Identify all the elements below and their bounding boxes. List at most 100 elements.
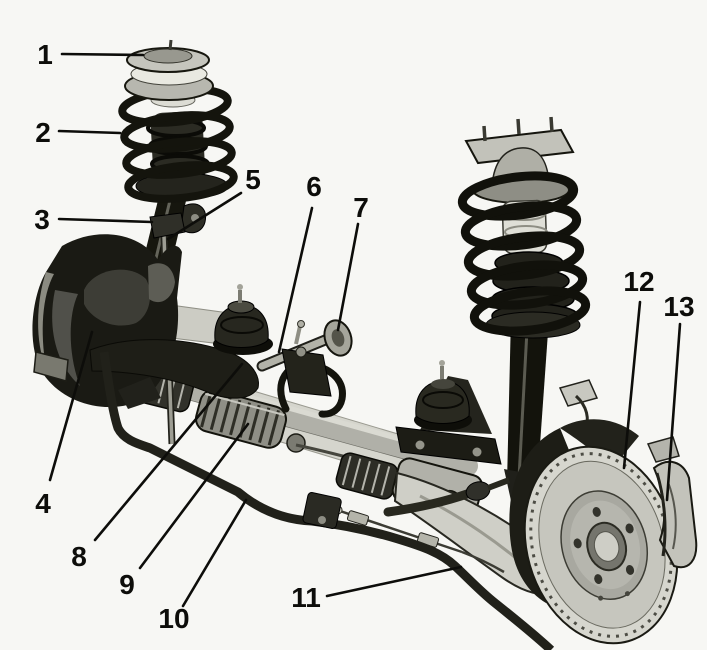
mount-bolt — [472, 447, 482, 457]
dome-bushing-body — [415, 380, 470, 424]
tie-rod-shaft — [383, 488, 475, 517]
lug-hole — [594, 574, 603, 584]
coil-spring — [457, 171, 579, 221]
caliper-detail — [667, 481, 677, 550]
control-arm-body — [89, 339, 259, 399]
bracket-bolt — [295, 346, 307, 358]
callout-leader-line — [60, 52, 145, 57]
brake-disc — [523, 445, 679, 645]
callout-number: 2 — [35, 117, 51, 148]
coil-spring — [469, 286, 591, 336]
washer-inner — [331, 329, 345, 347]
lug-hole — [592, 506, 601, 517]
callout-leader-line — [57, 129, 122, 135]
callout-leader-line — [181, 498, 248, 608]
bolt-stud-tip — [297, 320, 305, 328]
bushing-stud-tip — [439, 360, 445, 366]
callout-number: 11 — [291, 582, 321, 613]
callout-number: 12 — [623, 266, 654, 297]
callout-2: 2 — [35, 117, 122, 148]
disc-mark — [624, 591, 630, 597]
callout-number: 3 — [34, 204, 50, 235]
strut-highlight — [517, 329, 529, 479]
coil-spring — [124, 161, 238, 203]
callout-leader-line — [138, 422, 250, 570]
link-top-bracket — [149, 212, 186, 239]
hub-arm — [118, 377, 161, 409]
left-control-arm — [89, 284, 332, 399]
clamp-body — [302, 492, 342, 529]
callout-leader-line — [622, 300, 642, 470]
mount-bolt — [415, 440, 425, 450]
callout-number: 9 — [119, 569, 135, 600]
callout-10: 10 — [158, 498, 248, 634]
callout-6: 6 — [277, 171, 322, 354]
hose-bracket — [558, 379, 599, 407]
callout-leader-line — [325, 565, 463, 598]
knuckle-boss — [148, 263, 175, 303]
callout-leader-line — [48, 330, 94, 482]
shield-inner-highlight — [52, 290, 80, 386]
callout-number: 7 — [353, 192, 369, 223]
shield-edge-highlight — [38, 272, 54, 368]
coil-spring — [460, 201, 582, 251]
callout-leader-line — [166, 191, 243, 241]
shield-bracket — [33, 351, 69, 382]
coil-spring — [120, 111, 234, 153]
coil-spring — [466, 260, 588, 310]
callout-number: 1 — [37, 39, 53, 70]
callout-number: 4 — [35, 488, 51, 519]
caliper-pad-edge — [655, 472, 667, 557]
power-steering-hose — [277, 361, 346, 418]
mount-studs — [482, 116, 554, 142]
disc-mark — [598, 595, 604, 601]
ball-joint-ring — [220, 316, 264, 334]
tie-rod-link — [486, 477, 511, 491]
callout-1: 1 — [37, 39, 145, 70]
callout-number: 6 — [306, 171, 322, 202]
bolt-washer-bushing — [323, 319, 353, 357]
callout-12: 12 — [622, 266, 655, 470]
callout-4: 4 — [35, 330, 94, 519]
callout-leader-line — [336, 222, 360, 332]
bolt-stud — [294, 325, 302, 345]
callout-5: 5 — [166, 164, 261, 241]
mount-stud — [168, 39, 173, 51]
mount-inner — [143, 48, 193, 64]
right-tie-rod — [383, 477, 511, 517]
callout-11: 11 — [291, 565, 463, 613]
anti-roll-bar — [99, 351, 555, 650]
hub-bore — [593, 531, 620, 562]
arm-rear-bracket — [281, 348, 332, 397]
power-cylinder-highlight — [205, 392, 285, 417]
bar-tube — [99, 351, 555, 650]
callout-8: 8 — [71, 362, 244, 572]
hose-fitting — [346, 510, 370, 526]
strut-mount-plate — [464, 128, 575, 165]
callout-number: 5 — [245, 164, 261, 195]
ball-joint-stud-tip — [237, 284, 243, 290]
callout-13: 13 — [663, 291, 695, 502]
right-subframe-mount — [395, 360, 502, 465]
callout-9: 9 — [119, 422, 250, 600]
lug-hole — [625, 523, 634, 534]
lug-hole — [573, 538, 582, 549]
ball-joint-dome — [214, 304, 269, 348]
bellows-ribs — [341, 455, 391, 496]
callout-leader-line — [93, 362, 244, 542]
hose-tail — [461, 550, 505, 574]
power-cylinder-ribs — [200, 391, 280, 446]
clamp-bolt — [318, 516, 326, 524]
callout-number: 8 — [71, 541, 87, 572]
left-caliper — [84, 269, 151, 326]
dome-bushing-ring — [422, 391, 464, 409]
callout-3: 3 — [34, 204, 154, 235]
coil-spring — [122, 137, 236, 179]
callout-leader-line — [665, 322, 682, 502]
callout-leader-line — [57, 217, 154, 224]
callout-7: 7 — [336, 192, 369, 332]
callout-leader-line — [277, 206, 314, 354]
